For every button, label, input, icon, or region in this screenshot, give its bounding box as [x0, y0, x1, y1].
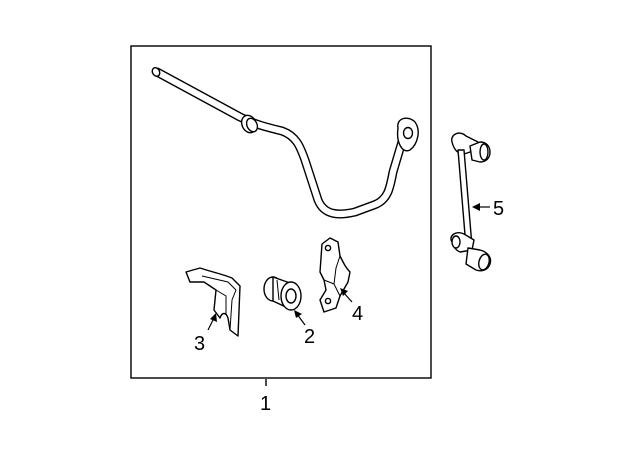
- leader-lines: [207, 203, 490, 386]
- callout-4: 4: [352, 303, 363, 325]
- callout-5: 5: [493, 198, 504, 220]
- bushing-part-2: [263, 276, 302, 311]
- stabilizer-link-part-5: [450, 132, 492, 272]
- clamp-part-4: [319, 237, 351, 313]
- callout-2: 2: [304, 326, 315, 348]
- callout-1: 1: [260, 393, 271, 415]
- assembly-frame: [130, 45, 432, 379]
- bracket-part-3: [185, 267, 241, 337]
- stabilizer-bar: [151, 67, 419, 219]
- callout-3: 3: [194, 333, 205, 355]
